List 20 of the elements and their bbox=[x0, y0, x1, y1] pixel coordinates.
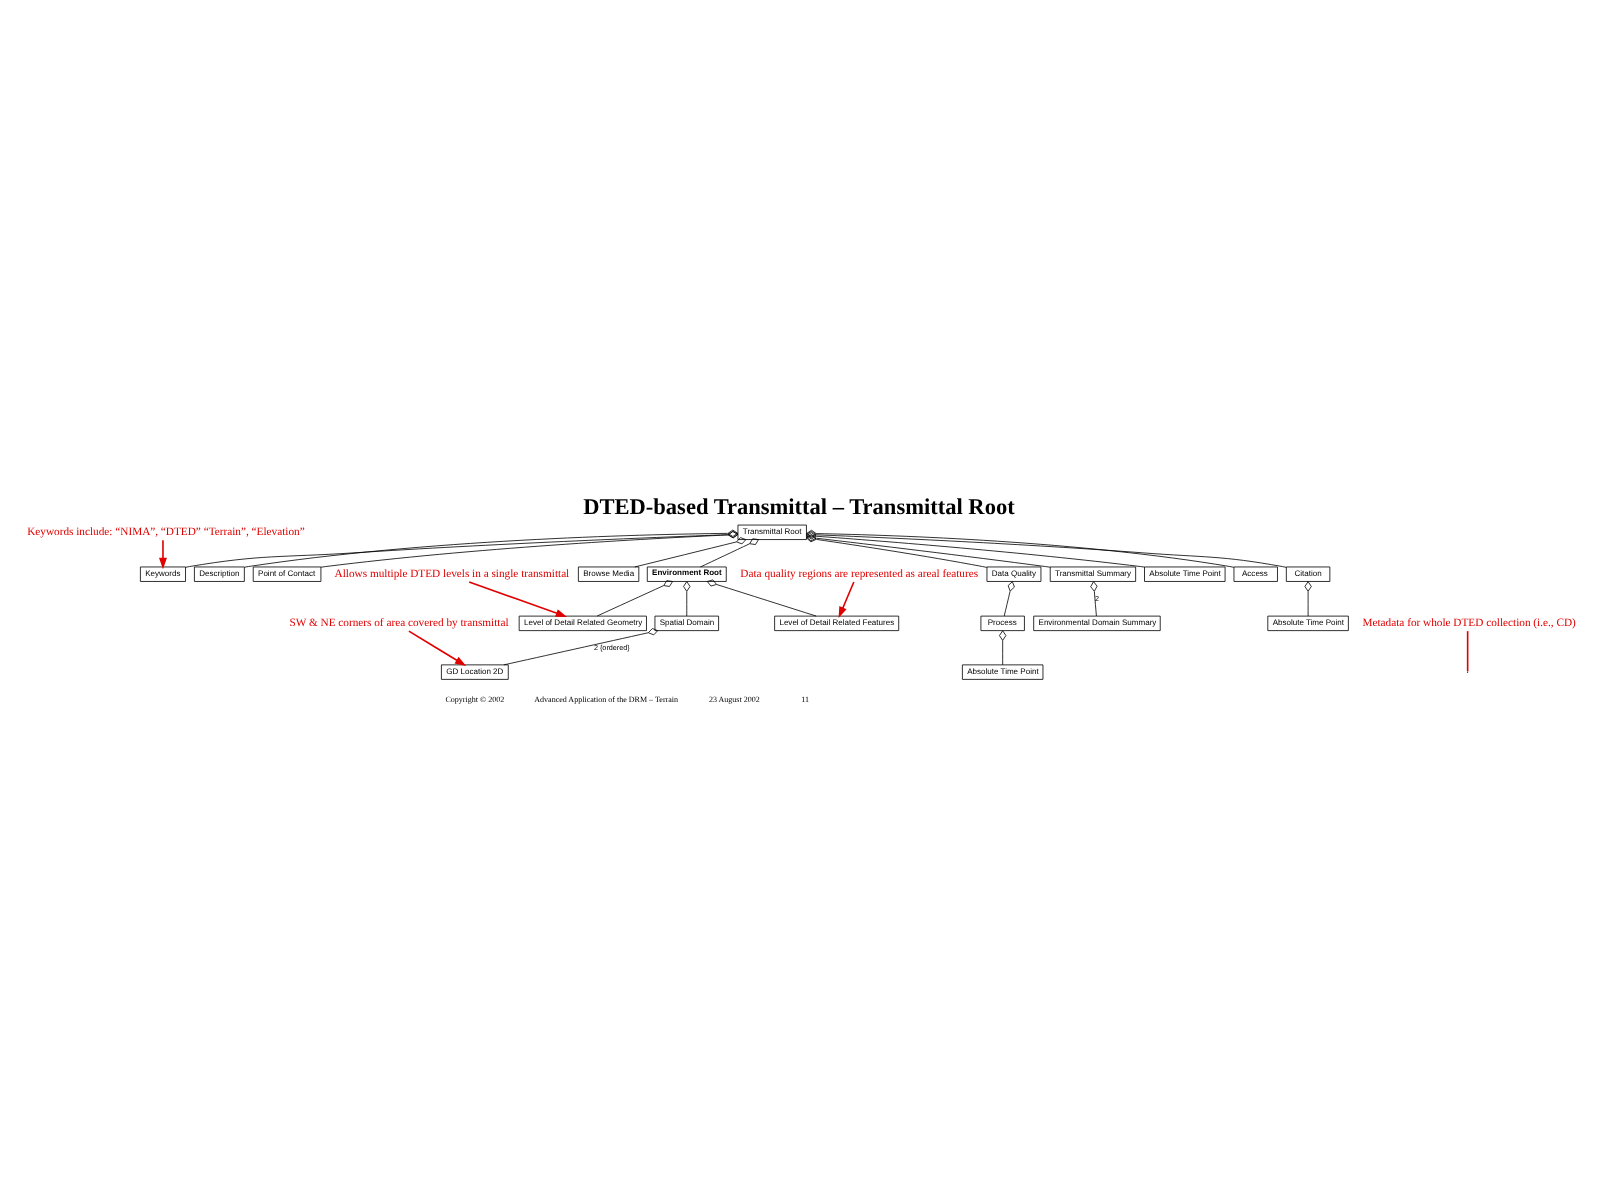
connector bbox=[999, 630, 1007, 666]
connector bbox=[1304, 581, 1312, 617]
connector bbox=[706, 579, 817, 617]
connector bbox=[683, 581, 691, 617]
connector bbox=[503, 628, 659, 666]
connector bbox=[320, 531, 739, 568]
diagram-title: DTED-based Transmittal – Transmittal Root bbox=[583, 495, 1015, 520]
connector bbox=[806, 532, 1145, 568]
connector bbox=[1003, 581, 1015, 617]
connector bbox=[806, 535, 988, 568]
connector bbox=[596, 580, 673, 617]
connector bbox=[806, 534, 1051, 568]
connector bbox=[1090, 581, 1098, 617]
arrow bbox=[159, 539, 167, 570]
connector bbox=[1466, 630, 1469, 673]
arrow bbox=[838, 581, 855, 619]
connector bbox=[634, 537, 747, 568]
arrow bbox=[468, 581, 568, 617]
arrow bbox=[408, 630, 467, 667]
connector bbox=[700, 538, 759, 568]
